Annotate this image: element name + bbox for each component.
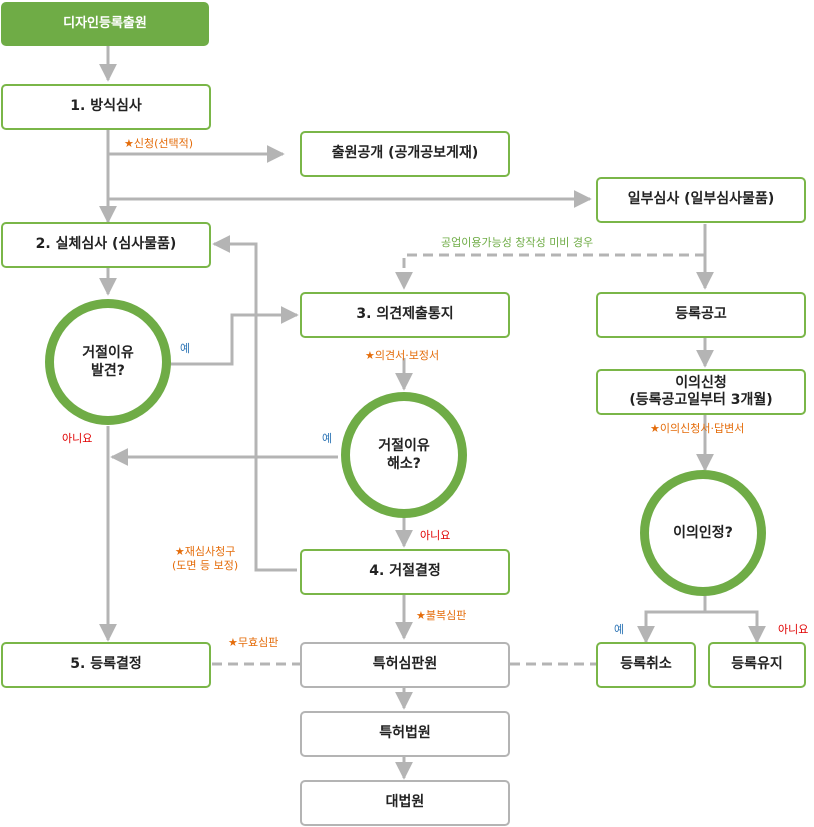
star-icon: ★ <box>228 636 238 649</box>
label-no-2: 아니요 <box>420 529 451 542</box>
label-opposition-docs: ★이의신청서·답변서 <box>650 422 745 435</box>
node-supreme-court: 대법원 <box>300 780 510 826</box>
label-appeal: ★불복심판 <box>416 609 467 622</box>
node-maintenance: 등록유지 <box>708 642 806 688</box>
label-invalidation: ★무효심판 <box>228 636 279 649</box>
label-yes-1: 예 <box>180 342 191 355</box>
label-industrial-applicability: 공업이용가능성 창작성 미비 경우 <box>441 236 594 249</box>
arrow-to-maintenance <box>705 610 766 644</box>
node-publication: 출원공개 (공개공보게재) <box>300 131 510 177</box>
label-opinion-amend: ★의견서·보정서 <box>365 349 440 362</box>
node-patent-court: 특허법원 <box>300 711 510 757</box>
star-icon: ★ <box>365 349 375 362</box>
label-request-optional: ★신청(선택적) <box>124 137 194 150</box>
node-design-application: 디자인등록출원 <box>1 2 209 46</box>
node-opposition: 이의신청 (등록공고일부터 3개월) <box>596 369 806 415</box>
star-icon: ★ <box>124 137 134 150</box>
node-revocation: 등록취소 <box>596 642 696 688</box>
node-opinion-notice: 3. 의견제출통지 <box>300 292 510 338</box>
dashed-industrial-arrow <box>395 253 705 290</box>
label-no-1: 아니요 <box>62 432 93 445</box>
node-rejection: 4. 거절결정 <box>300 549 510 595</box>
label-yes-2: 예 <box>322 432 333 445</box>
label-yes-3: 예 <box>614 623 625 636</box>
arrow-to-revocation <box>637 588 707 644</box>
decision-reason-resolved: 거절이유 해소? <box>341 392 467 518</box>
node-partial-exam: 일부심사 (일부심사물품) <box>596 177 806 223</box>
star-icon: ★ <box>650 422 660 435</box>
node-formal-exam: 1. 방식심사 <box>1 84 211 130</box>
label-reexam: ★재심사청구 (도면 등 보정) <box>172 545 239 572</box>
node-reg-notice: 등록공고 <box>596 292 806 338</box>
arrow-yes-to-opinion <box>170 306 299 366</box>
decision-reason-found: 거절이유 발견? <box>45 299 171 425</box>
decision-opposition-accepted: 이의인정? <box>640 470 766 596</box>
arrow-reexam-loop <box>212 235 297 572</box>
node-substantive-exam: 2. 실체심사 (심사물품) <box>1 222 211 268</box>
node-reg-decision: 5. 등록결정 <box>1 642 211 688</box>
star-icon: ★ <box>174 545 185 558</box>
star-icon: ★ <box>416 609 426 622</box>
label-no-3: 아니요 <box>778 623 809 636</box>
node-tribunal: 특허심판원 <box>300 642 510 688</box>
